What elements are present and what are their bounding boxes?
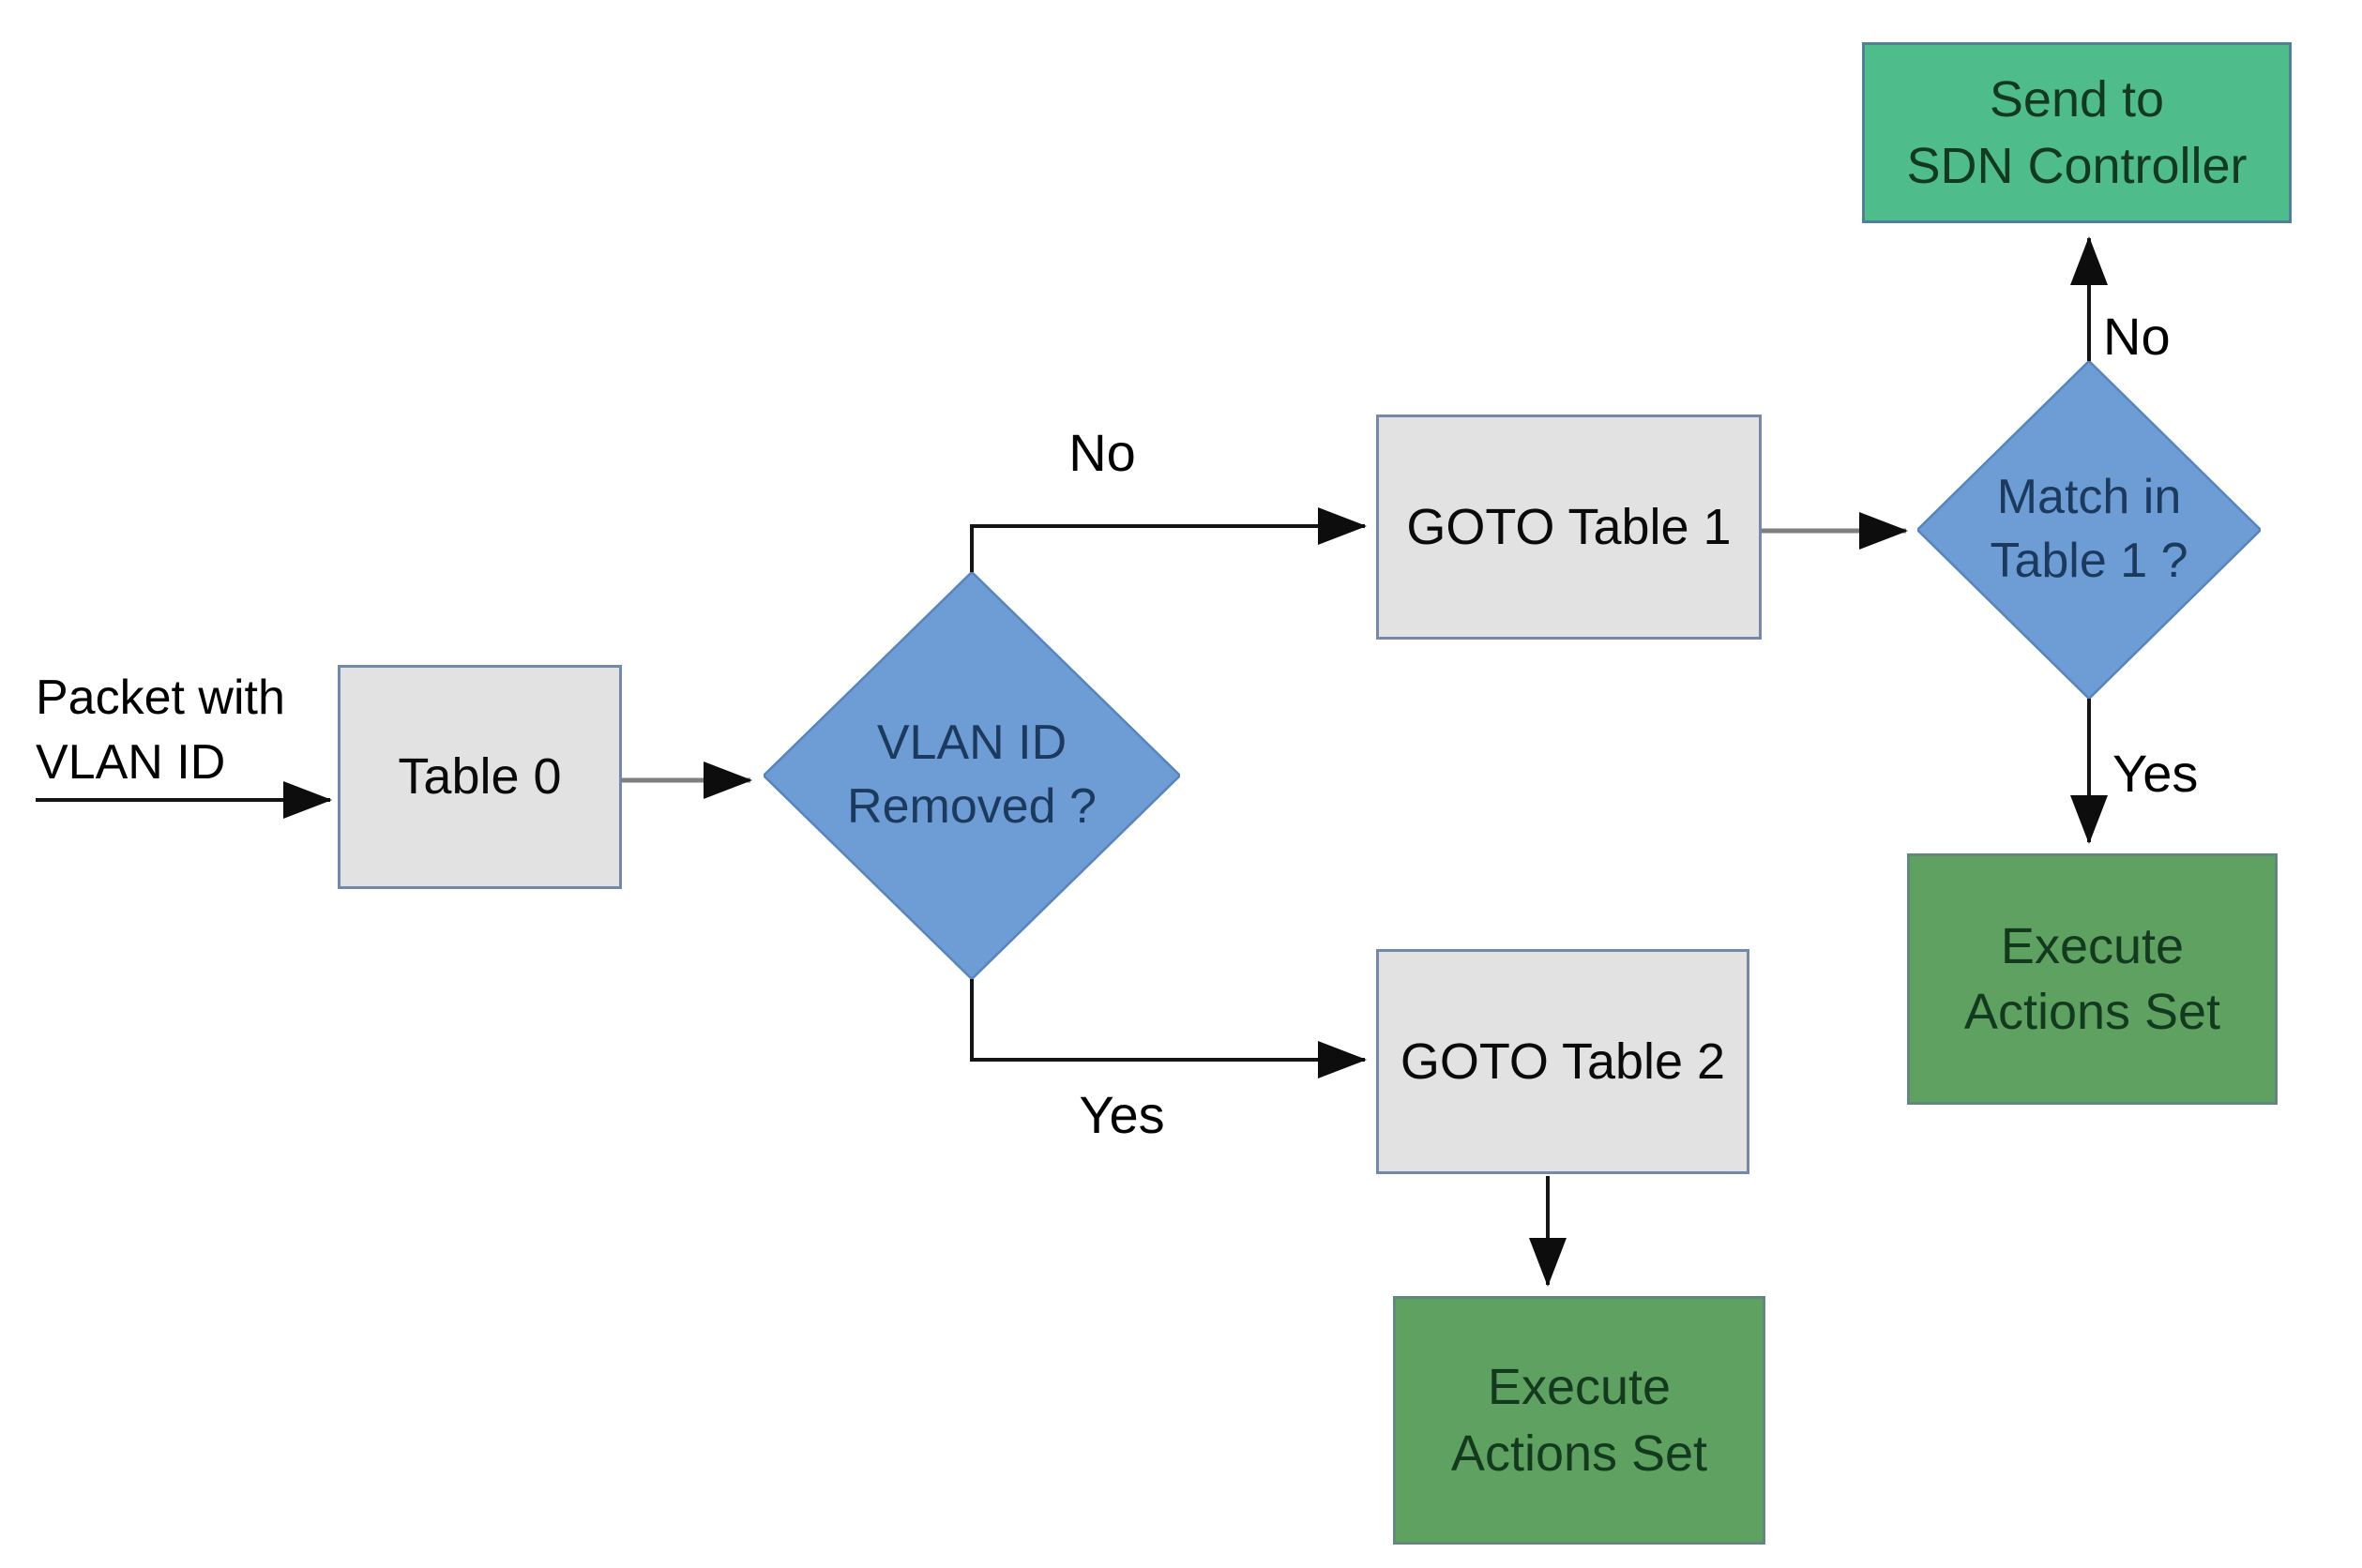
node-execute-actions-set-bottom: Execute Actions Set [1393,1296,1765,1545]
diamond-shape [764,572,1180,979]
decision-match-in-table-1: Match in Table 1 ? [1917,361,2261,699]
edge-label-match-yes: Yes [2112,744,2199,803]
input-packet-label: Packet with VLAN ID [36,671,285,790]
node-goto-table-1-label: GOTO Table 1 [1406,498,1732,555]
edge-label-match-no: No [2103,307,2171,366]
edge-label-vlan-no: No [1068,423,1136,482]
decision-vlan-label: VLAN ID Removed ? [847,716,1097,834]
node-execute-right-label: Execute Actions Set [1963,917,2221,1040]
diamond-shape [1917,361,2261,699]
node-send-to-sdn-controller: Send to SDN Controller [1862,42,2292,223]
node-table-0: Table 0 [338,665,622,889]
edge-label-vlan-yes: Yes [1079,1085,1165,1144]
node-goto-table-2: GOTO Table 2 [1376,949,1749,1174]
node-goto-table-2-label: GOTO Table 2 [1400,1033,1726,1090]
arrow-vlan-no-to-goto-table1 [970,507,1367,574]
decision-match-label: Match in Table 1 ? [1990,470,2188,588]
node-goto-table-1: GOTO Table 1 [1376,415,1762,640]
arrow-vlan-yes-to-goto-table2 [970,979,1367,1078]
node-execute-actions-set-right: Execute Actions Set [1907,853,2278,1105]
node-table-0-label: Table 0 [398,748,562,806]
node-send-sdn-label: Send to SDN Controller [1906,71,2248,194]
node-execute-bottom-label: Execute Actions Set [1450,1359,1708,1482]
decision-vlan-id-removed: VLAN ID Removed ? [764,572,1180,979]
